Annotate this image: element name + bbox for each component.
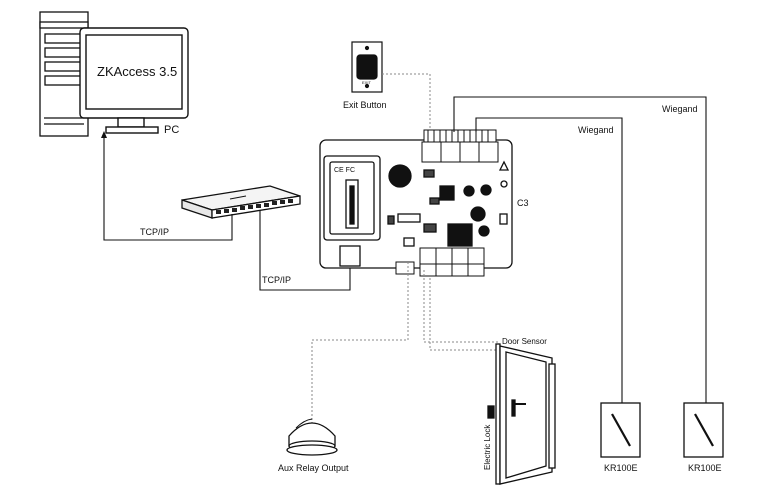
door [487, 343, 556, 485]
exit-button-wire [382, 73, 431, 128]
switch-ports [216, 199, 293, 214]
ce-mark: CE FC [334, 167, 355, 174]
tcpip-cable-switch-panel [259, 210, 351, 291]
wiegand-cable-1 [453, 96, 707, 405]
door-sensor-label: Door Sensor [502, 337, 547, 346]
wiegand-cable-2 [475, 117, 623, 405]
tcpip-cable-pc-switch [103, 135, 233, 241]
door-sensor-wire [423, 270, 500, 343]
c3-bottom-terminals [395, 247, 485, 277]
electric-lock-label: Electric Lock [483, 424, 492, 470]
aux-relay-wire [311, 262, 409, 424]
c3-controller-board [319, 139, 513, 269]
pc-label: PC [164, 124, 179, 136]
reader-label-1: KR100E [604, 463, 638, 473]
aux-relay-device [286, 418, 338, 456]
exit-small-label: EXIT [362, 80, 371, 85]
pc-monitor [79, 27, 189, 134]
panel-label: C3 [517, 198, 529, 208]
card-reader-1 [600, 402, 641, 458]
software-name: ZKAccess 3.5 [97, 64, 177, 79]
exit-button-device [351, 41, 383, 93]
exit-button-label: Exit Button [343, 100, 387, 110]
wiegand-label-1: Wiegand [662, 104, 698, 114]
c3-top-terminals [421, 129, 499, 163]
card-reader-2 [683, 402, 724, 458]
reader-label-2: KR100E [688, 463, 722, 473]
tcpip-label-1: TCP/IP [140, 227, 169, 237]
electric-lock-wire [429, 278, 496, 351]
tcpip-label-2: TCP/IP [262, 275, 291, 285]
aux-relay-label: Aux Relay Output [278, 463, 349, 473]
wiegand-label-2: Wiegand [578, 125, 614, 135]
arrow-to-pc [101, 131, 107, 138]
